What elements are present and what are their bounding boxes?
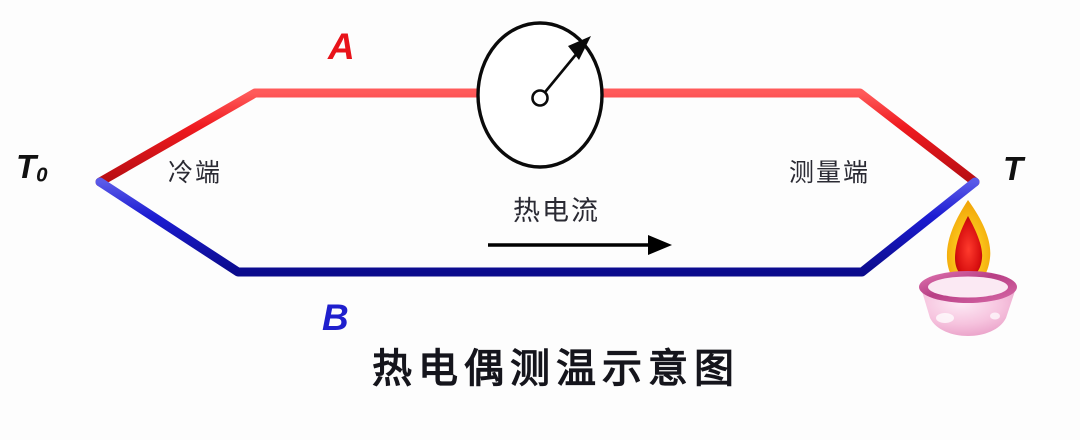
candle-icon	[919, 200, 1017, 336]
galvanometer-icon[interactable]	[476, 21, 604, 169]
meter-needle-icon	[531, 36, 591, 107]
cold-junction-temperature-label: T0	[16, 148, 48, 187]
conductor-b-label: B	[322, 297, 349, 338]
conductor-a-label: A	[328, 26, 355, 67]
hot-junction-temperature-label: T	[1003, 150, 1024, 187]
measuring-junction-label: 测量端	[789, 158, 871, 187]
thermoelectric-current-label: 热电流	[513, 196, 600, 227]
right-arrow-icon	[488, 235, 672, 255]
conductor-b-wire	[95, 177, 980, 277]
flame-icon	[946, 200, 991, 286]
cold-junction-label: 冷端	[168, 158, 223, 187]
figure-title: 热电偶测温示意图	[372, 346, 740, 392]
